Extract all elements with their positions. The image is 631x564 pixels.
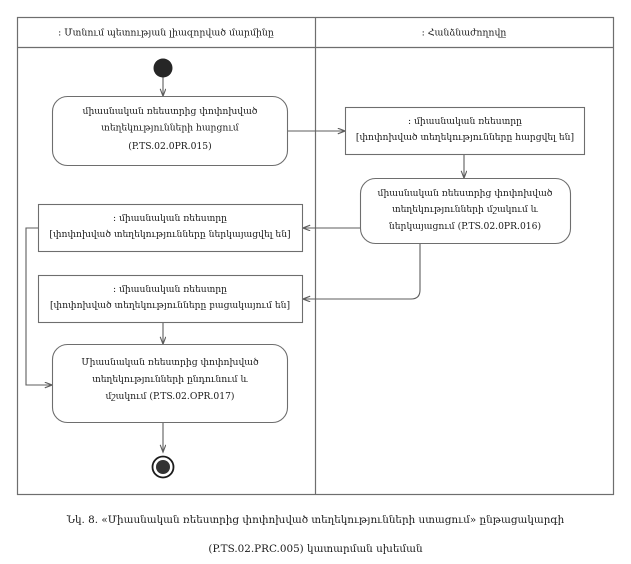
flow-activity2-to-state3 [303, 243, 421, 299]
activity-node-1-line-2: տեղեկությունների հարցում [101, 123, 239, 134]
state-node-3[interactable] [37, 274, 304, 324]
activity-node-3-line-3: մշակում (P.TS.02.OPR.017) [106, 391, 235, 402]
state-node-3-line-2: [փոփոխված տեղեկությունները բացակայում են… [50, 300, 290, 311]
flow-state2-to-activity3 [25, 227, 52, 385]
state-node-2[interactable] [37, 203, 304, 253]
state-node-1-line-2: [փոփոխված տեղեկությունները հարցվել են] [356, 132, 574, 143]
figure-caption: Նկ. 8. «Միասնական ռեեստրից փոփոխված տեղե… [0, 506, 631, 564]
figure-caption-line-2: (P.TS.02.PRC.005) կատարման սխեման [208, 543, 423, 555]
activity-node-2-line-2: տեղեկությունների մշակում և [392, 204, 539, 215]
activity-node-1-line-1: միասնական ռեեստրից փոփոխված [83, 106, 258, 117]
activity-node-2-line-3: ներկայացում (P.TS.02.0PR.016) [389, 221, 541, 232]
state-node-2-line-1: : միասնական ռեեստրը [113, 213, 227, 224]
activity-node-3-line-2: տեղեկությունների ընդունում և [92, 374, 248, 385]
state-node-1[interactable] [344, 106, 586, 156]
activity-node-1[interactable] [51, 95, 289, 167]
activity-node-3[interactable] [51, 343, 289, 424]
end-node [156, 460, 170, 474]
activity-node-2-line-1: միասնական ռեեստրից փոփոխված [378, 188, 553, 199]
figure-caption-line-1: Նկ. 8. «Միասնական ռեեստրից փոփոխված տեղե… [66, 514, 565, 526]
end-node-ring [151, 455, 175, 479]
activity-node-2[interactable] [359, 177, 572, 245]
state-node-2-line-2: [փոփոխված տեղեկությունները ներկայացվել ե… [49, 229, 290, 240]
activity-node-3-line-1: Միասնական ռեեստրից փոփոխված [81, 357, 259, 368]
activity-node-1-line-3: (P.TS.02.0PR.015) [128, 141, 211, 152]
state-node-1-line-1: : միասնական ռեեստրը [408, 116, 522, 127]
start-node [153, 58, 173, 78]
lane-label-right: : Հանձնաժողովը [422, 28, 507, 39]
state-node-3-line-1: : միասնական ռեեստրը [113, 284, 227, 295]
lane-label-left: : Մտնում պետության լիազորված մարմինը [58, 28, 274, 39]
